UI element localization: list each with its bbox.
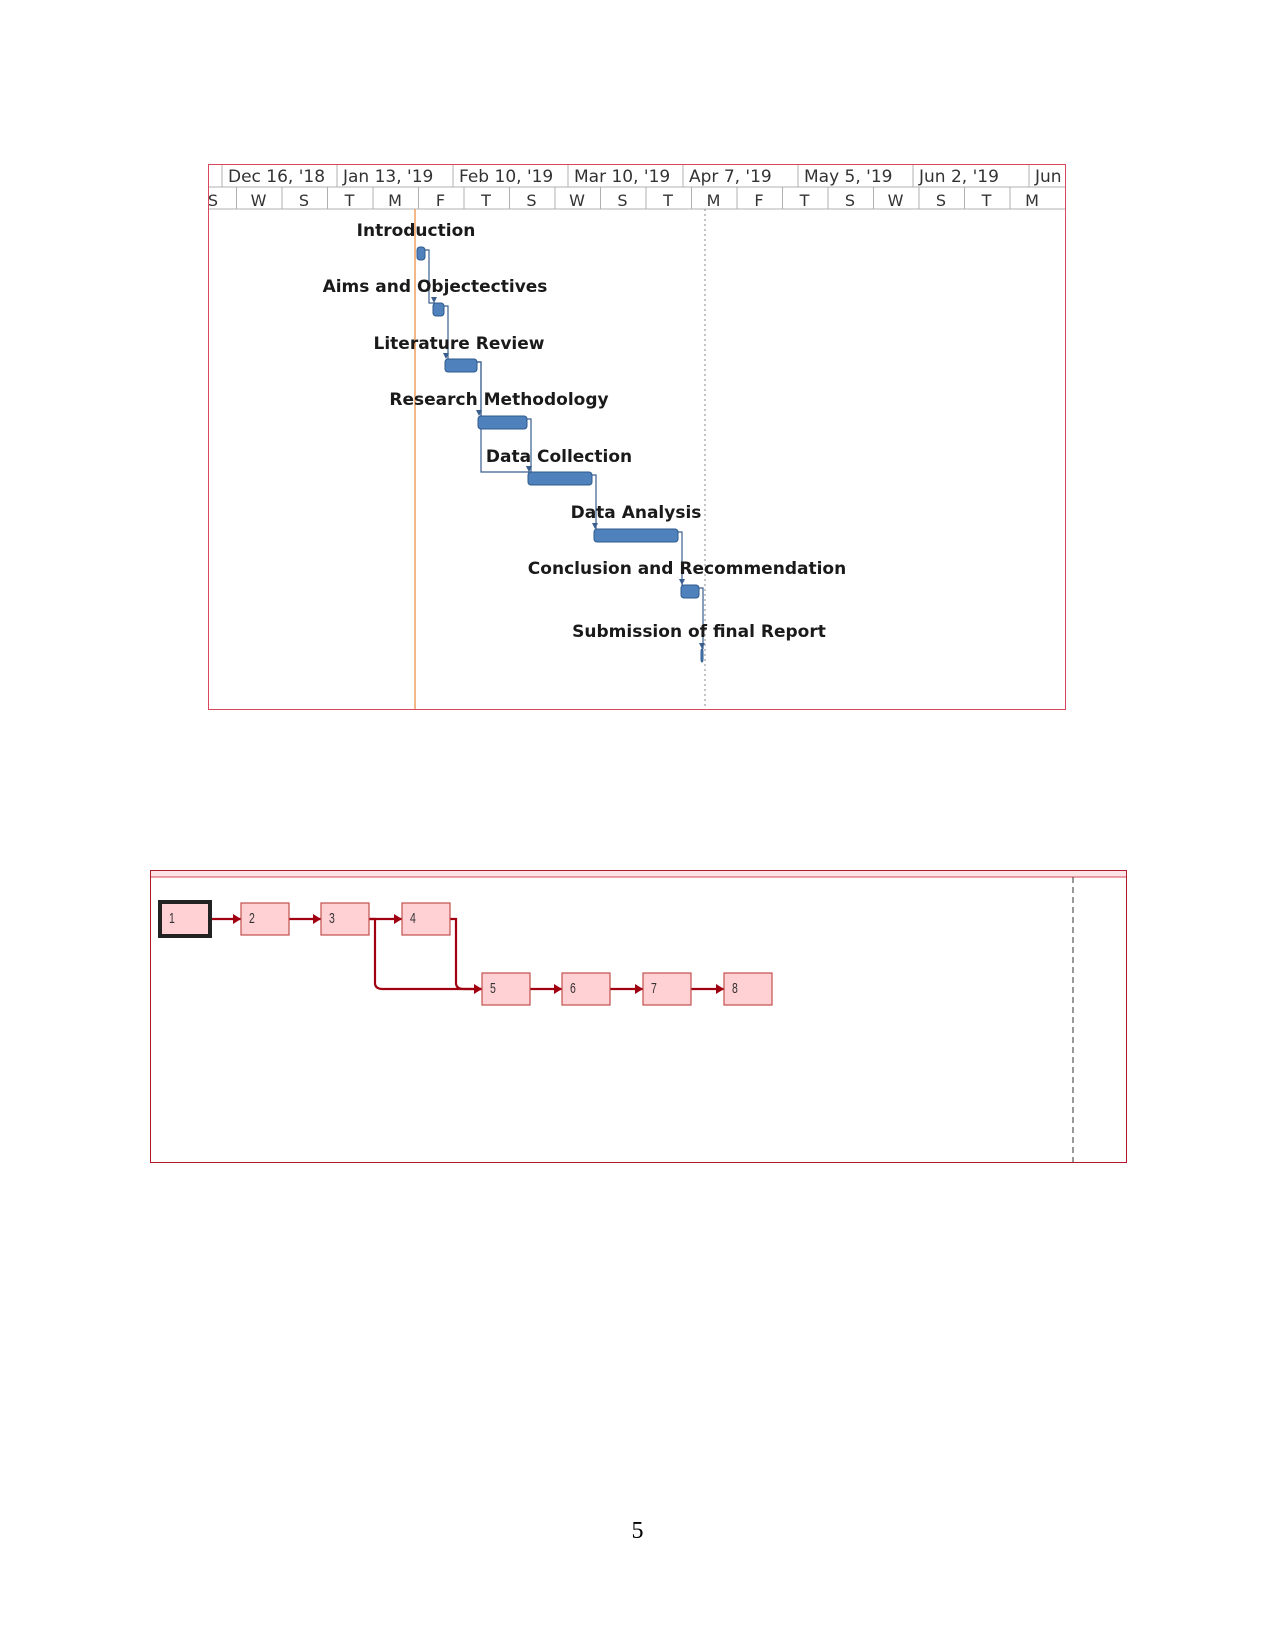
task-label: Conclusion and Recommendation bbox=[527, 559, 847, 579]
network-diagram: 1 2 3 4 5 6 7 8 bbox=[150, 870, 1127, 1163]
timeline-bottom-label: W bbox=[569, 191, 585, 210]
timeline-bottom-label: T bbox=[799, 191, 810, 210]
gantt-chart-canvas bbox=[209, 165, 1065, 709]
network-arrowhead bbox=[313, 914, 321, 924]
network-node bbox=[642, 972, 692, 1006]
timeline-bottom-label: M bbox=[1025, 191, 1039, 210]
dependency-arrowhead bbox=[443, 353, 449, 359]
timeline-top-label: Jun bbox=[1035, 167, 1062, 187]
task-label: Aims and Objectectives bbox=[322, 277, 548, 297]
task-label: Data Collection bbox=[485, 447, 633, 467]
network-diagram-canvas bbox=[151, 871, 1126, 1162]
timeline-bottom-label: W bbox=[887, 191, 904, 210]
task-bar bbox=[444, 358, 478, 373]
timeline-bottom-label: F bbox=[754, 191, 764, 210]
network-node-selected bbox=[158, 900, 212, 938]
timeline-top-label: May 5, '19 bbox=[804, 167, 893, 187]
network-node-label: 2 bbox=[249, 910, 255, 927]
page-number: 5 bbox=[631, 1518, 644, 1544]
network-node bbox=[401, 902, 451, 936]
network-node-label: 5 bbox=[490, 980, 496, 997]
network-node bbox=[481, 972, 531, 1006]
network-node-label: 8 bbox=[732, 980, 738, 997]
network-node-label: 1 bbox=[169, 910, 175, 927]
task-label: Submission of final Report bbox=[572, 622, 826, 642]
timeline-top-label: Jun 2, '19 bbox=[919, 167, 999, 187]
network-node bbox=[320, 902, 370, 936]
network-arrowhead bbox=[716, 984, 724, 994]
network-node-label: 7 bbox=[651, 980, 657, 997]
task-label: Data Analysis bbox=[570, 503, 702, 523]
network-node-label: 4 bbox=[410, 910, 416, 927]
timeline-top-label: Mar 10, '19 bbox=[574, 167, 671, 187]
timeline-top-label: Feb 10, '19 bbox=[459, 167, 554, 187]
timeline-top-label: Dec 16, '18 bbox=[228, 167, 326, 187]
timeline-top-label: Apr 7, '19 bbox=[689, 167, 772, 187]
timeline-bottom-label: F bbox=[435, 191, 446, 210]
network-arrowhead bbox=[233, 914, 241, 924]
dependency-arrowhead bbox=[431, 297, 437, 303]
timeline-top-label: Jan 13, '19 bbox=[343, 167, 434, 187]
network-arrowhead bbox=[635, 984, 643, 994]
task-bar bbox=[527, 471, 593, 486]
dependency-link bbox=[699, 587, 704, 649]
task-bar bbox=[432, 302, 445, 317]
network-node-label: 6 bbox=[570, 980, 576, 997]
network-node bbox=[723, 972, 773, 1006]
gantt-chart: Dec 16, '18 Jan 13, '19 Feb 10, '19 Mar 10,… bbox=[208, 164, 1066, 710]
timeline-bottom-label: T bbox=[981, 191, 992, 210]
dependency-link bbox=[592, 474, 597, 529]
dependency-link bbox=[425, 249, 435, 304]
network-node-label: 3 bbox=[329, 910, 335, 927]
network-arrow bbox=[369, 917, 482, 991]
task-bar bbox=[477, 415, 528, 430]
timeline-bottom-label: T bbox=[663, 191, 673, 210]
dependency-arrowhead bbox=[679, 579, 685, 585]
network-arrowhead bbox=[394, 914, 402, 924]
timeline-bottom-label: M bbox=[706, 191, 721, 210]
timeline-bottom-label: T bbox=[481, 191, 491, 210]
timeline-bottom-label: S bbox=[298, 191, 310, 210]
timeline-bottom-label: S bbox=[935, 191, 947, 210]
timeline-bottom-label: S bbox=[617, 191, 628, 210]
task-bar bbox=[593, 528, 679, 543]
task-label: Introduction bbox=[356, 221, 476, 241]
network-header-strip bbox=[151, 871, 1126, 877]
network-arrowhead bbox=[474, 984, 482, 994]
task-bar bbox=[700, 648, 704, 663]
network-node bbox=[240, 902, 290, 936]
dependency-arrowhead bbox=[526, 466, 532, 472]
task-label: Research Methodology bbox=[389, 390, 609, 410]
network-node bbox=[561, 972, 611, 1006]
network-arrowhead bbox=[554, 984, 562, 994]
network-arrow bbox=[450, 917, 482, 991]
task-bar bbox=[680, 584, 700, 599]
dependency-arrowhead bbox=[699, 643, 705, 649]
timeline-bottom-label: S bbox=[526, 191, 537, 210]
timeline-bottom-label: W bbox=[250, 191, 267, 210]
timeline-bottom-label: M bbox=[388, 191, 402, 210]
timeline-bottom-label: S bbox=[208, 191, 219, 210]
timeline-top-row bbox=[209, 165, 1065, 187]
timeline-bottom-label: T bbox=[344, 191, 355, 210]
task-label: Literature Review bbox=[373, 334, 545, 354]
task-bar bbox=[416, 246, 426, 261]
timeline-bottom-label: S bbox=[844, 191, 856, 210]
dependency-arrowhead bbox=[592, 523, 598, 529]
